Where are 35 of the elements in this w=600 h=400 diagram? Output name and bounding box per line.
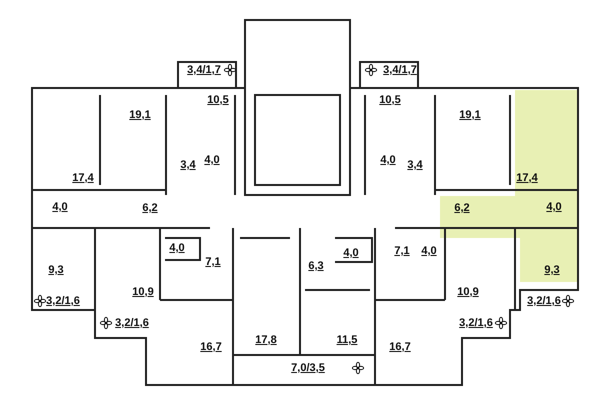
room-area-label: 10,5 — [379, 94, 401, 106]
room-area-label: 3,4 — [407, 159, 423, 171]
room-area-label: 10,5 — [207, 94, 229, 106]
room-area-label: 10,9 — [132, 286, 154, 298]
room-area-label: 17,4 — [516, 172, 538, 184]
room-area-label: 3,4/1,7 — [383, 64, 417, 76]
room-area-label: 16,7 — [389, 341, 411, 353]
room-area-label: 7,1 — [205, 256, 221, 268]
room-area-label: 11,5 — [336, 334, 358, 346]
room-area-label: 6,2 — [454, 202, 470, 214]
room-area-label: 4,0 — [546, 201, 562, 213]
room-area-label: 3,4 — [180, 159, 196, 171]
room-area-label: 17,8 — [255, 334, 277, 346]
room-area-label: 9,3 — [48, 264, 64, 276]
room-area-label: 7,0/3,5 — [291, 362, 325, 374]
room-area-label: 3,2/1,6 — [46, 295, 80, 307]
room-area-label: 3,2/1,6 — [115, 317, 149, 329]
room-area-label: 4,0 — [380, 154, 396, 166]
room-area-label: 3,4/1,7 — [187, 64, 221, 76]
room-area-label: 3,2/1,6 — [527, 295, 561, 307]
room-area-label: 10,9 — [457, 286, 479, 298]
room-area-label: 6,2 — [142, 202, 158, 214]
room-area-label: 7,1 — [394, 245, 410, 257]
room-area-label: 4,0 — [52, 201, 68, 213]
room-area-label: 4,0 — [421, 245, 437, 257]
room-area-label: 9,3 — [544, 264, 560, 276]
room-area-label: 6,3 — [308, 260, 324, 272]
room-area-label: 17,4 — [72, 172, 94, 184]
room-area-label: 19,1 — [129, 109, 151, 121]
room-area-label: 19,1 — [459, 109, 481, 121]
room-area-label: 16,7 — [200, 341, 222, 353]
room-area-label: 3,2/1,6 — [459, 317, 493, 329]
room-area-label: 4,0 — [169, 242, 185, 254]
room-area-label: 4,0 — [343, 247, 359, 259]
room-area-label: 4,0 — [204, 154, 220, 166]
